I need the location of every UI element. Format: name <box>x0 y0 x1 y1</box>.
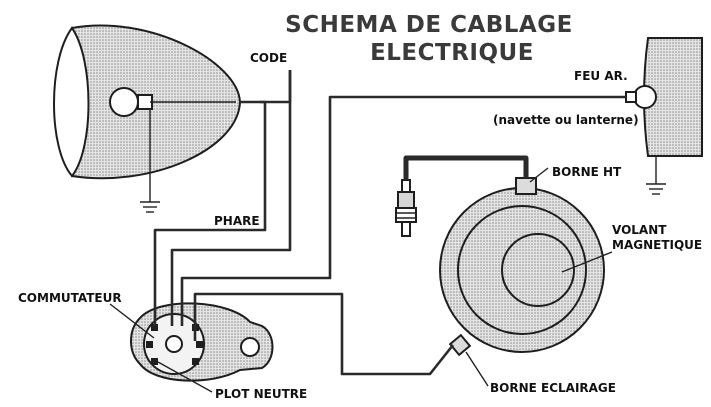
switch-mount-hole <box>240 337 260 357</box>
neutral-post-pointer <box>157 361 213 393</box>
code-wire-tip <box>260 70 292 104</box>
spark-plug-icon <box>395 179 417 237</box>
neutral-post <box>165 335 183 353</box>
tail-lamp-wire <box>180 95 626 326</box>
headlamp-socket <box>137 94 153 110</box>
title-line-1: SCHEMA DE CABLAGE <box>285 12 573 38</box>
phare-wire <box>170 70 292 326</box>
headlamp-bulb <box>109 87 139 117</box>
code-wire <box>153 100 267 326</box>
label-borne-eclairage: BORNE ECLAIRAGE <box>490 381 616 395</box>
label-feu-ar: FEU AR. <box>574 69 628 83</box>
ht-lead <box>403 155 529 180</box>
label-code: CODE <box>250 51 287 65</box>
label-navette: (navette ou lanterne) <box>493 113 639 127</box>
label-plot-neutre: PLOT NEUTRE <box>215 387 307 401</box>
lighting-wire <box>193 292 455 376</box>
tail-lamp <box>625 37 703 157</box>
label-volant: VOLANT <box>612 223 667 237</box>
magneto-flywheel <box>439 177 605 357</box>
borne-ht-pointer <box>529 167 549 183</box>
borne-eclairage-pointer <box>465 351 489 387</box>
headlamp-ground-icon <box>140 110 160 213</box>
tail-lamp-bulb <box>633 85 657 109</box>
tail-lamp-ground-icon <box>646 156 666 195</box>
volant-pointer <box>561 251 613 273</box>
title-line-2: ELECTRIQUE <box>370 40 534 66</box>
headlamp <box>53 24 242 180</box>
label-magnetique: MAGNETIQUE <box>612 238 702 252</box>
commutator-pointer <box>109 303 155 339</box>
tail-lamp-socket <box>625 91 637 103</box>
lighting-terminal <box>448 333 472 357</box>
label-commutateur: COMMUTATEUR <box>18 291 122 305</box>
label-borne-ht: BORNE HT <box>552 165 622 179</box>
commutator-switch <box>130 302 274 382</box>
label-phare: PHARE <box>214 214 260 228</box>
